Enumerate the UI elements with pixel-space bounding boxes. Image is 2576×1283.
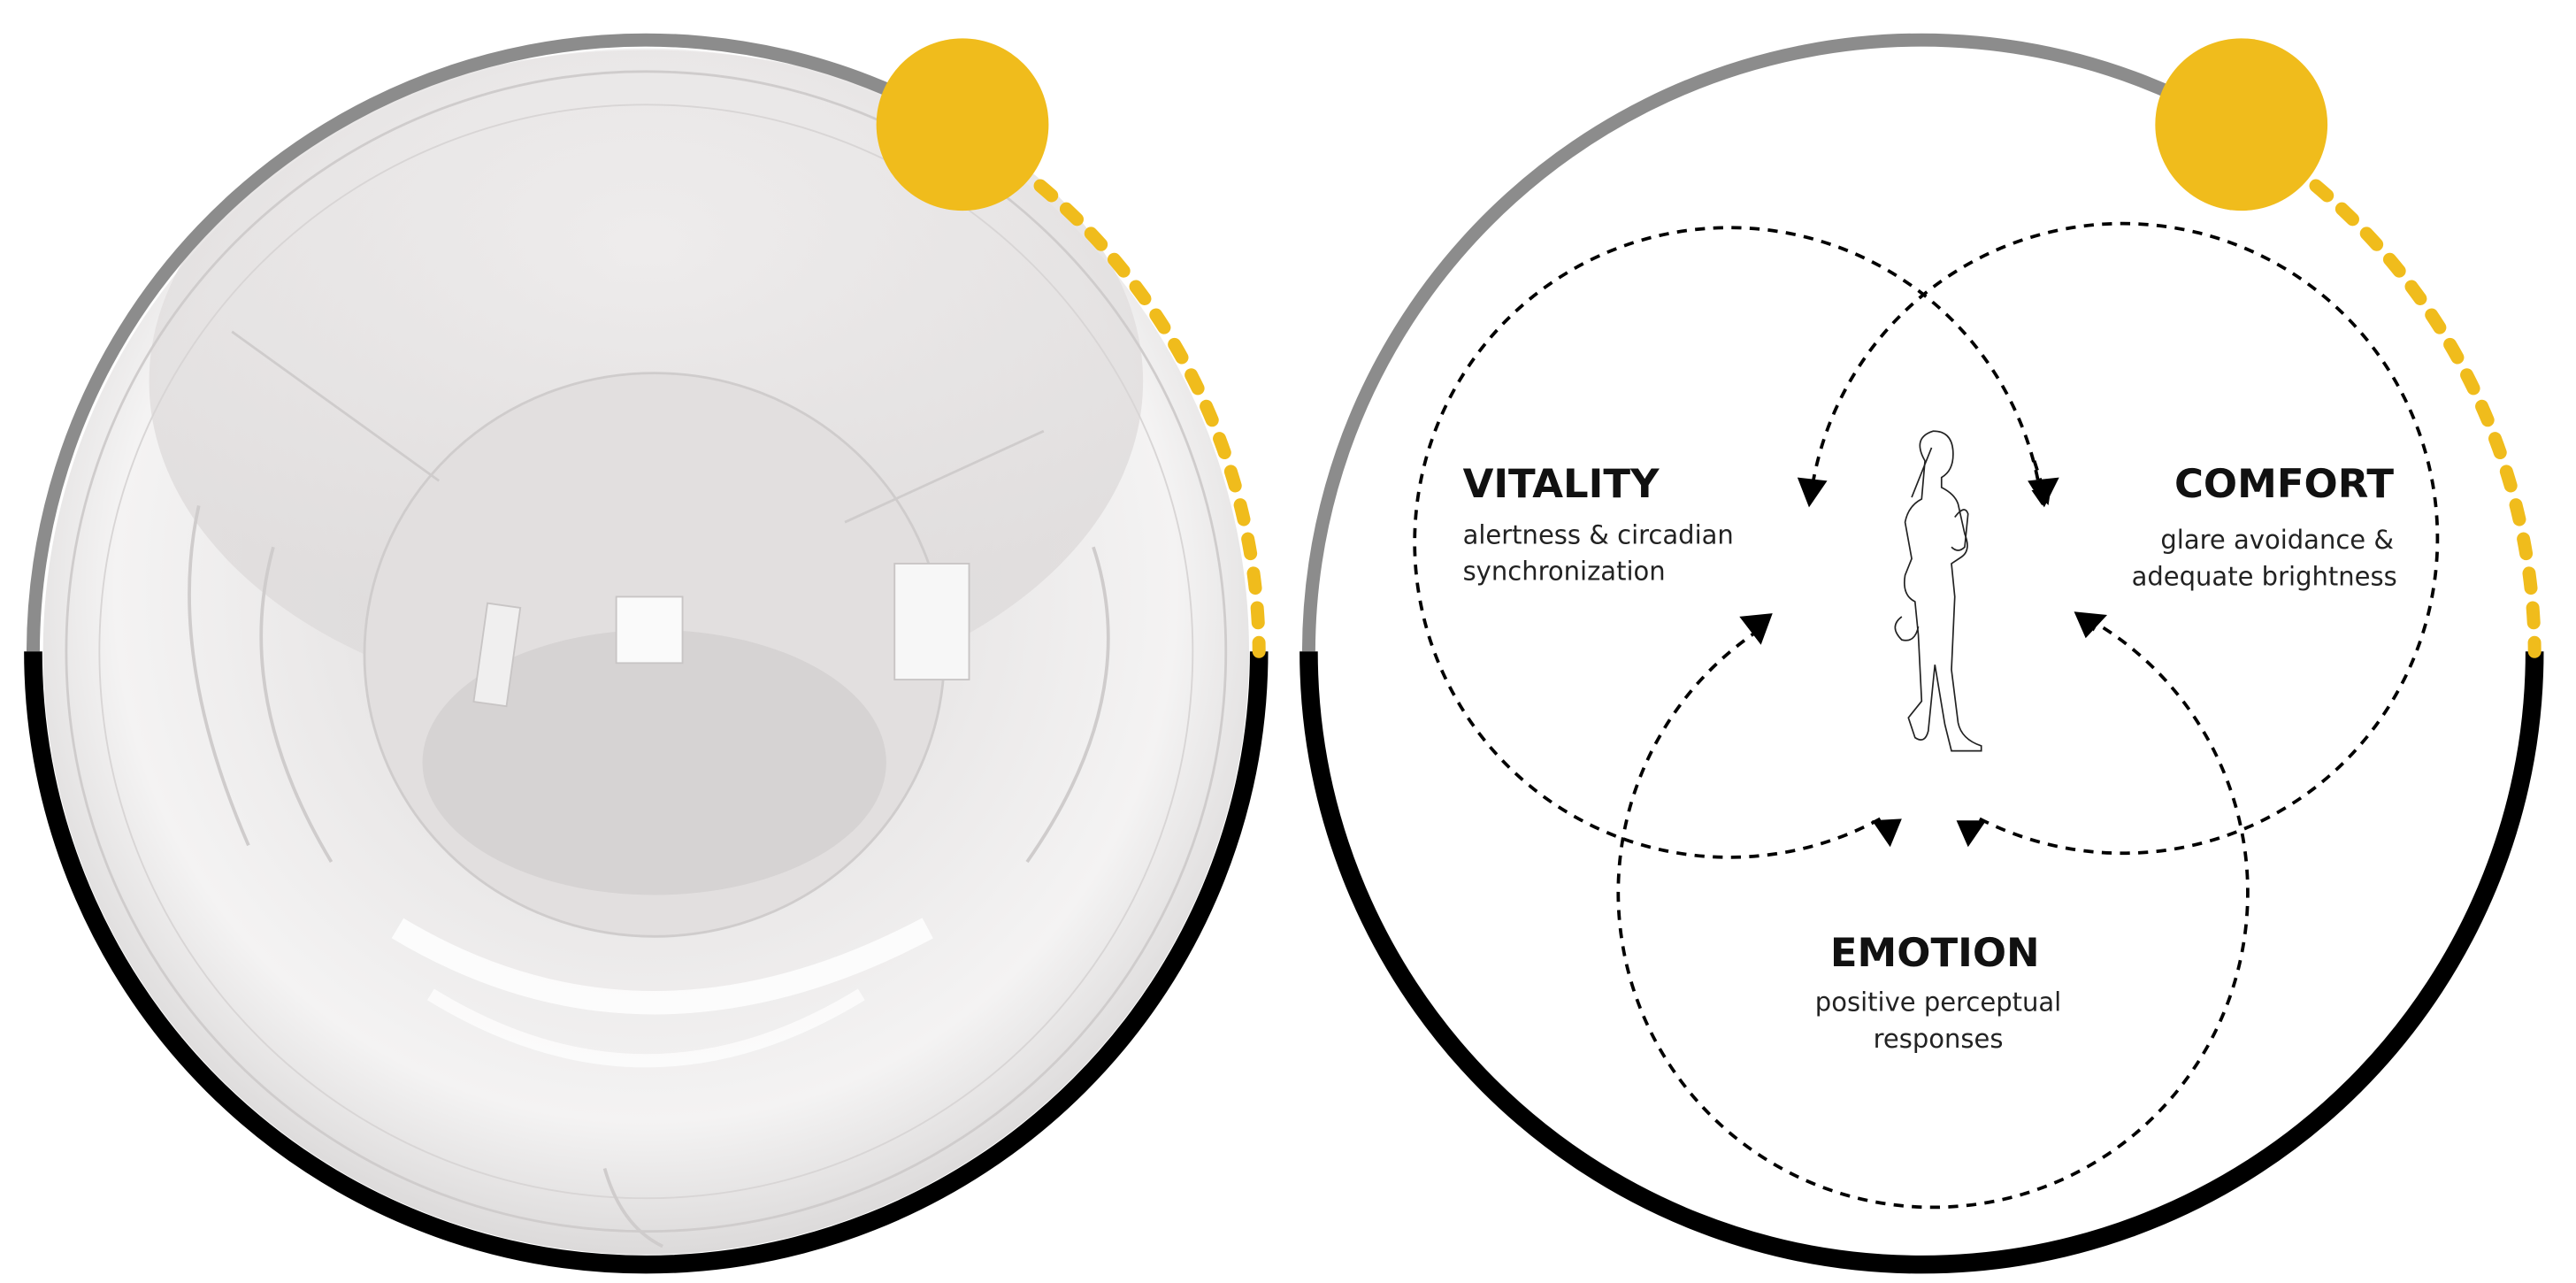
left-sun-path-dashed (1033, 179, 1266, 658)
arrowhead-icon (1872, 818, 1902, 848)
right-sun (2155, 38, 2328, 211)
comfort-desc-line1: glare avoidance & (2160, 525, 2394, 555)
arrowhead-icon (1739, 613, 1773, 645)
comfort-desc-line2: adequate brightness (2132, 561, 2397, 591)
vitality-title: VITALITY (1463, 460, 1660, 507)
vitality-cycle-arc (1413, 226, 2049, 859)
emotion-desc-line2: responses (1874, 1024, 2004, 1054)
left-upper-arc (26, 33, 1018, 652)
fisheye-render (42, 48, 1249, 1255)
emotion-desc-line1: positive perceptual (1815, 987, 2061, 1018)
walking-person-illustration (1894, 430, 1982, 752)
right-lower-arc (1300, 651, 2544, 1274)
right-upper-arc (1301, 33, 2294, 652)
emotion-cycle-arc (1616, 615, 2250, 1210)
emotion-label: EMOTION positive perceptual responses (1815, 929, 2061, 1054)
comfort-cycle-arc (1803, 221, 2440, 856)
arrowhead-icon (1797, 477, 1828, 508)
vitality-label: VITALITY alertness & circadian synchroni… (1463, 460, 1734, 587)
comfort-title: COMFORT (2174, 460, 2394, 507)
arrowhead-icon (1956, 820, 1987, 848)
left-sun (876, 38, 1049, 211)
vitality-to-center-arrow (2032, 460, 2051, 506)
left-lower-arc (24, 651, 1269, 1274)
arrowheads (1739, 477, 2108, 848)
right-sun-path-dashed (2309, 179, 2542, 658)
emotion-title: EMOTION (1830, 929, 2040, 976)
arrowhead-icon (2074, 611, 2108, 639)
vitality-desc-line2: synchronization (1463, 557, 1666, 587)
arrowhead-icon (2028, 477, 2059, 508)
vitality-desc-line1: alertness & circadian (1463, 520, 1734, 550)
comfort-label: COMFORT glare avoidance & adequate brigh… (2132, 460, 2397, 591)
